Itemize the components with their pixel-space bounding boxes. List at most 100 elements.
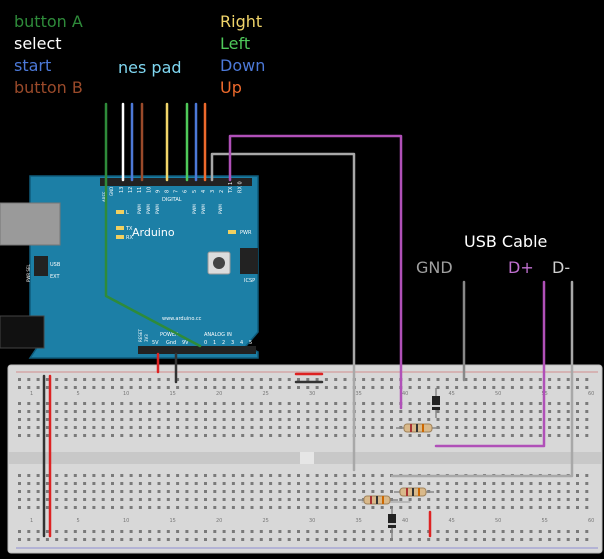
breadboard-hole xyxy=(194,490,198,493)
breadboard-hole xyxy=(492,386,496,389)
breadboard-hole xyxy=(390,418,393,421)
analog-label: ANALOG IN xyxy=(204,332,232,338)
breadboard-hole xyxy=(45,506,49,509)
breadboard-hole xyxy=(315,474,319,477)
breadboard-hole xyxy=(408,402,412,405)
breadboard-hole xyxy=(269,474,273,477)
breadboard-hole xyxy=(306,434,310,437)
breadboard-hole xyxy=(427,498,431,501)
breadboard-hole xyxy=(455,482,459,485)
breadboard-hole xyxy=(148,482,152,485)
breadboard-column-number: 25 xyxy=(263,391,269,397)
breadboard-hole xyxy=(455,538,459,541)
breadboard-hole xyxy=(36,402,40,405)
breadboard-hole xyxy=(194,434,198,437)
breadboard-hole xyxy=(315,426,319,429)
breadboard-hole xyxy=(64,530,68,533)
breadboard-hole xyxy=(483,410,486,413)
breadboard-hole xyxy=(148,386,152,389)
breadboard-hole xyxy=(222,418,226,421)
breadboard-hole xyxy=(548,410,552,413)
breadboard-hole xyxy=(399,538,403,541)
breadboard-hole xyxy=(45,434,49,437)
breadboard-hole xyxy=(297,410,300,413)
breadboard-hole xyxy=(36,410,40,413)
breadboard-hole xyxy=(92,418,96,421)
breadboard-hole xyxy=(166,402,170,405)
breadboard-hole xyxy=(343,434,347,437)
breadboard-hole xyxy=(399,410,403,413)
breadboard-hole xyxy=(55,482,59,485)
breadboard-hole xyxy=(111,418,114,421)
breadboard-column-number: 50 xyxy=(495,391,501,397)
breadboard-hole xyxy=(92,506,96,509)
breadboard-hole xyxy=(315,538,319,541)
analog-pin-label: 1 xyxy=(213,340,216,346)
breadboard-hole xyxy=(204,530,207,533)
breadboard-hole xyxy=(213,434,217,437)
breadboard-hole xyxy=(306,418,310,421)
breadboard-hole xyxy=(492,418,496,421)
breadboard-hole xyxy=(306,402,310,405)
breadboard-hole xyxy=(287,490,291,493)
usb-dminus-label: D- xyxy=(552,258,570,277)
breadboard-hole xyxy=(501,506,505,509)
breadboard-hole xyxy=(520,418,524,421)
breadboard-hole xyxy=(548,538,552,541)
breadboard-hole xyxy=(417,418,421,421)
breadboard-hole xyxy=(464,482,468,485)
breadboard-hole xyxy=(445,418,449,421)
breadboard-hole xyxy=(362,530,366,533)
breadboard-hole xyxy=(241,506,245,509)
resistor-3 xyxy=(394,487,434,497)
breadboard-hole xyxy=(473,386,477,389)
breadboard-hole xyxy=(297,474,300,477)
breadboard-hole xyxy=(297,386,300,389)
breadboard-hole xyxy=(473,434,477,437)
digital-pin-label: 12 xyxy=(128,187,134,193)
breadboard-hole xyxy=(436,434,440,437)
breadboard-hole xyxy=(138,434,142,437)
breadboard-hole xyxy=(222,498,226,501)
breadboard-hole xyxy=(111,482,114,485)
breadboard-hole xyxy=(259,386,263,389)
breadboard-hole xyxy=(27,506,31,509)
breadboard-hole xyxy=(157,490,161,493)
breadboard-hole xyxy=(371,386,375,389)
breadboard-hole xyxy=(538,490,542,493)
breadboard-hole xyxy=(297,378,300,381)
breadboard-hole xyxy=(111,498,114,501)
breadboard-hole xyxy=(529,530,533,533)
breadboard-hole xyxy=(436,498,440,501)
breadboard-hole xyxy=(55,530,59,533)
breadboard-hole xyxy=(501,530,505,533)
breadboard-hole xyxy=(315,482,319,485)
usb-cable-title: USB Cable xyxy=(464,232,547,251)
breadboard-hole xyxy=(129,498,133,501)
breadboard-hole xyxy=(222,378,226,381)
breadboard-hole xyxy=(306,506,310,509)
breadboard-hole xyxy=(538,506,542,509)
breadboard-hole xyxy=(148,426,152,429)
breadboard-hole xyxy=(371,402,375,405)
breadboard-hole xyxy=(176,474,180,477)
breadboard-hole xyxy=(380,410,384,413)
breadboard-hole xyxy=(278,418,282,421)
breadboard-column-number: 45 xyxy=(449,391,455,397)
breadboard-hole xyxy=(45,402,49,405)
breadboard-hole xyxy=(557,530,561,533)
breadboard-hole xyxy=(64,386,68,389)
breadboard-hole xyxy=(101,530,105,533)
breadboard-hole xyxy=(213,506,217,509)
breadboard-hole xyxy=(324,410,328,413)
breadboard-hole xyxy=(148,538,152,541)
breadboard-hole xyxy=(204,386,207,389)
breadboard-hole xyxy=(18,490,21,493)
digital-header xyxy=(100,178,252,186)
breadboard-column-number: 25 xyxy=(263,518,269,524)
breadboard-hole xyxy=(557,490,561,493)
pwm-label: PWM xyxy=(192,204,197,214)
legend-left-dir: Left xyxy=(220,34,250,53)
breadboard-hole xyxy=(176,434,180,437)
